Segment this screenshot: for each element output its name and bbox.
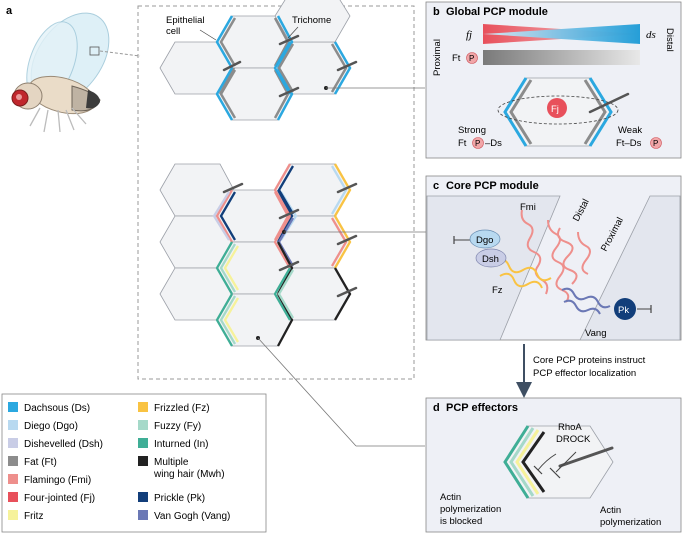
fmi-label: Fmi xyxy=(520,202,536,213)
strong-phospho-label: P xyxy=(475,139,480,148)
legend-label-dsh: Dishevelled (Dsh) xyxy=(24,439,103,450)
legend-label-fy: Fuzzy (Fy) xyxy=(154,421,201,432)
legend-label-ds: Dachsous (Ds) xyxy=(24,403,90,414)
epithelial-label: Epithelial xyxy=(166,15,205,26)
pk-label: Pk xyxy=(618,305,629,316)
legend-label-dgo: Diego (Dgo) xyxy=(24,421,78,432)
fj-center-label: Fj xyxy=(551,104,559,115)
blocked-label-2: polymerization xyxy=(440,504,501,515)
vang-protein xyxy=(561,287,611,315)
strong-label: Strong xyxy=(458,125,486,136)
panel-c-title: Core PCP module xyxy=(446,180,539,192)
ft-phospho-label: P xyxy=(469,54,474,63)
drock-label: DROCK xyxy=(556,434,591,445)
legend-label-mwh-2: wing hair (Mwh) xyxy=(153,469,225,480)
dsh-icon xyxy=(475,248,507,268)
arrow-text-1: Core PCP proteins instruct xyxy=(533,355,646,366)
legend-label-fritz: Fritz xyxy=(24,511,43,522)
panel-d-title: PCP effectors xyxy=(446,402,518,414)
legend-swatch-fj xyxy=(8,492,18,502)
arrow-text-2: PCP effector localization xyxy=(533,368,636,379)
zoom-box xyxy=(137,5,415,380)
legend-label-fj: Four-jointed (Fj) xyxy=(24,493,95,504)
rhoa-label: RhoA xyxy=(558,422,582,433)
ds-gradient xyxy=(483,24,640,44)
legend-label-in: Inturned (In) xyxy=(154,439,208,450)
strong-sub-label-2: –Ds xyxy=(485,138,502,149)
legend-box xyxy=(1,393,267,533)
panel-c-membranes xyxy=(426,195,681,341)
legend-swatch-mwh xyxy=(138,456,148,466)
legend-swatch-ds xyxy=(8,402,18,412)
weak-sub-label: Ft–Ds xyxy=(616,138,642,149)
ft-gradient xyxy=(483,50,640,65)
trichomes-top xyxy=(222,34,358,98)
legend-left: Dachsous (Ds) Diego (Dgo) Dishevelled (D… xyxy=(8,402,103,522)
bottom-cluster-borders xyxy=(212,163,352,347)
weak-label: Weak xyxy=(618,125,642,136)
zoom-line xyxy=(99,50,141,57)
legend-swatch-vang xyxy=(138,510,148,520)
legend-swatch-fmi xyxy=(8,474,18,484)
top-cluster-borders xyxy=(215,15,352,121)
panel-c-letter: c xyxy=(433,180,439,192)
strong-phospho-icon xyxy=(472,137,484,149)
vang-label: Vang xyxy=(585,328,606,339)
ft-phospho-icon xyxy=(466,52,478,64)
epithelial-pointer xyxy=(199,29,217,41)
legend-swatch-fritz xyxy=(8,510,18,520)
legend-swatch-dgo xyxy=(8,420,18,430)
legend-swatch-dsh xyxy=(8,438,18,448)
fj-gradient-label: fj xyxy=(466,29,472,41)
panel-b-letter: b xyxy=(433,6,440,18)
panel-d-cell xyxy=(503,425,614,499)
legend-label-fz: Frizzled (Fz) xyxy=(154,403,210,414)
panel-a-letter: a xyxy=(6,5,13,17)
blocked-label-3: is blocked xyxy=(440,516,482,527)
blocked-label-1: Actin xyxy=(440,492,461,503)
poly-label-1: Actin xyxy=(600,505,621,516)
trichome-pointer xyxy=(287,26,299,39)
legend-swatch-fy xyxy=(138,420,148,430)
dgo-label: Dgo xyxy=(476,235,493,246)
panel-d-letter: d xyxy=(433,402,440,414)
leader-line-d-1 xyxy=(257,337,357,447)
ft-gradient-label: Ft xyxy=(452,53,461,64)
legend-right: Frizzled (Fz) Fuzzy (Fy) Inturned (In) M… xyxy=(138,402,230,522)
pk-icon xyxy=(614,298,636,320)
legend-swatch-fz xyxy=(138,402,148,412)
legend-label-mwh: Multiple xyxy=(154,457,189,468)
distal-label-b: Distal xyxy=(664,28,675,52)
legend-label-fmi: Flamingo (Fmi) xyxy=(24,475,91,486)
fz-label: Fz xyxy=(492,285,503,296)
fly-illustration xyxy=(11,12,110,133)
legend-swatch-in xyxy=(138,438,148,448)
weak-phospho-icon xyxy=(650,137,662,149)
panel-b-title: Global PCP module xyxy=(446,6,548,18)
legend-label-vang: Van Gogh (Vang) xyxy=(154,511,230,522)
legend-swatch-ft xyxy=(8,456,18,466)
proximal-label-b: Proximal xyxy=(432,39,443,76)
fj-center-icon xyxy=(547,98,567,118)
ds-gradient-label: ds xyxy=(646,29,656,41)
legend-swatch-pk xyxy=(138,492,148,502)
hex-cluster-bottom xyxy=(159,163,351,347)
dsh-label: Dsh xyxy=(482,254,499,265)
trichomes-bottom xyxy=(222,182,358,298)
trichome-label: Trichome xyxy=(292,15,331,26)
legend-label-ft: Fat (Ft) xyxy=(24,457,57,468)
epithelial-label-2: cell xyxy=(166,26,180,37)
dgo-icon xyxy=(469,229,501,249)
legend-label-pk: Prickle (Pk) xyxy=(154,493,205,504)
strong-sub-label: Ft xyxy=(458,138,467,149)
fz-protein xyxy=(494,258,552,289)
weak-phospho-label: P xyxy=(653,139,658,148)
poly-label-2: polymerization xyxy=(600,517,661,528)
